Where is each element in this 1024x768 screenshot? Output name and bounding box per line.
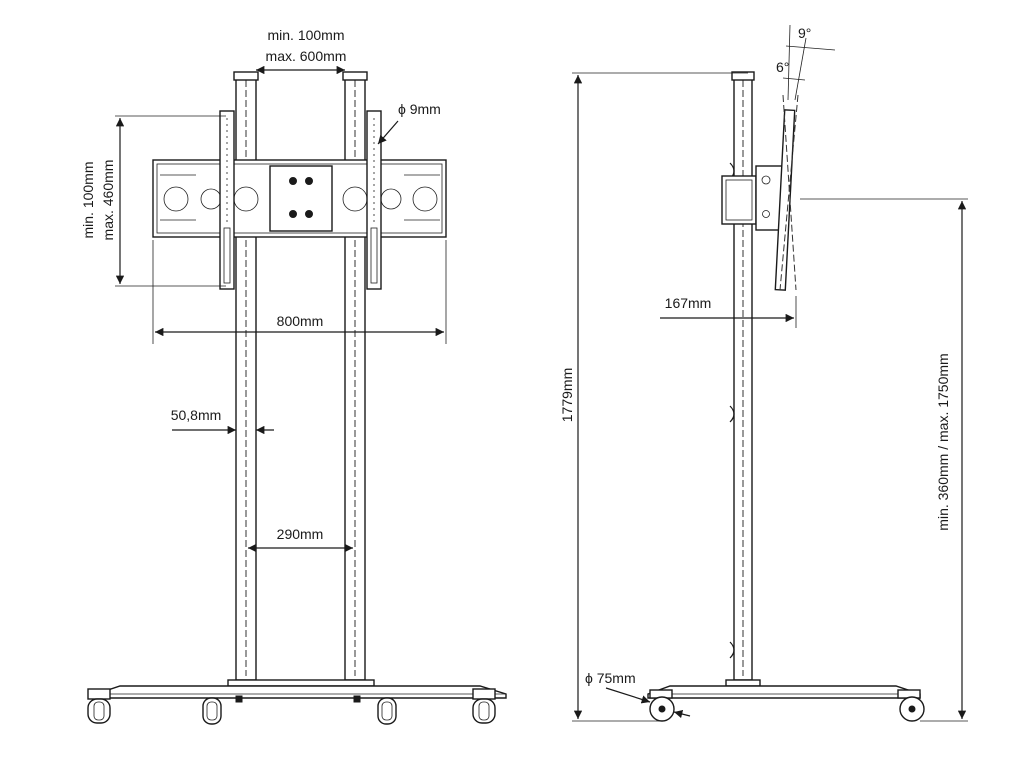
front-wheel-right (472, 688, 496, 724)
dim-post-width: 50,8mm (171, 407, 274, 435)
label-hole-diameter: ϕ 9mm (398, 101, 441, 117)
label-height-range: min. 360mm / max. 1750mm (935, 353, 951, 530)
label-post-width: 50,8mm (171, 407, 222, 423)
front-base (95, 679, 507, 703)
label-wheel-diameter: ϕ 75mm (585, 670, 636, 686)
dim-bracket-width: 800mm (152, 240, 447, 344)
label-mount-width-min: min. 100mm (267, 27, 344, 43)
side-post (729, 71, 755, 681)
side-wheel-left (649, 689, 675, 722)
dim-mount-height: min. 100mm max. 460mm (80, 115, 226, 287)
dim-hole-diameter: ϕ 9mm (377, 101, 441, 145)
dim-wall-distance: 167mm (660, 295, 797, 328)
side-wheel-right (897, 689, 925, 722)
dim-post-spacing: 290mm (247, 526, 353, 553)
label-bracket-width: 800mm (277, 313, 324, 329)
label-tilt-forward: 9° (798, 25, 811, 41)
front-wheel-left (87, 688, 111, 724)
left-vesa-rail (219, 110, 235, 290)
dim-wheel-diameter: ϕ 75mm (585, 670, 691, 719)
label-mount-height-min: min. 100mm (80, 161, 96, 238)
side-base (647, 679, 921, 699)
center-adapter (269, 165, 333, 232)
dim-mount-width: min. 100mm max. 600mm (255, 27, 347, 75)
dim-tilt: 9° 6° (776, 24, 836, 101)
label-post-spacing: 290mm (277, 526, 324, 542)
front-wheel-inner-left (202, 697, 222, 725)
front-view: min. 100mm max. 600mm ϕ 9mm min. 100mm m… (80, 27, 507, 725)
right-vesa-rail (366, 110, 382, 290)
label-total-height: 1779mm (559, 368, 575, 422)
front-wheel-inner-right (377, 697, 397, 725)
side-view: 9° 6° 167mm 1779mm min. 360mm / max. 175… (559, 24, 968, 722)
label-mount-height-max: max. 460mm (100, 160, 116, 241)
label-tilt-back: 6° (776, 59, 789, 75)
tilt-head (721, 94, 799, 291)
label-wall-distance: 167mm (665, 295, 712, 311)
dim-height-range: min. 360mm / max. 1750mm (800, 198, 968, 722)
dim-total-height: 1779mm (559, 72, 748, 722)
label-mount-width-max: max. 600mm (266, 48, 347, 64)
